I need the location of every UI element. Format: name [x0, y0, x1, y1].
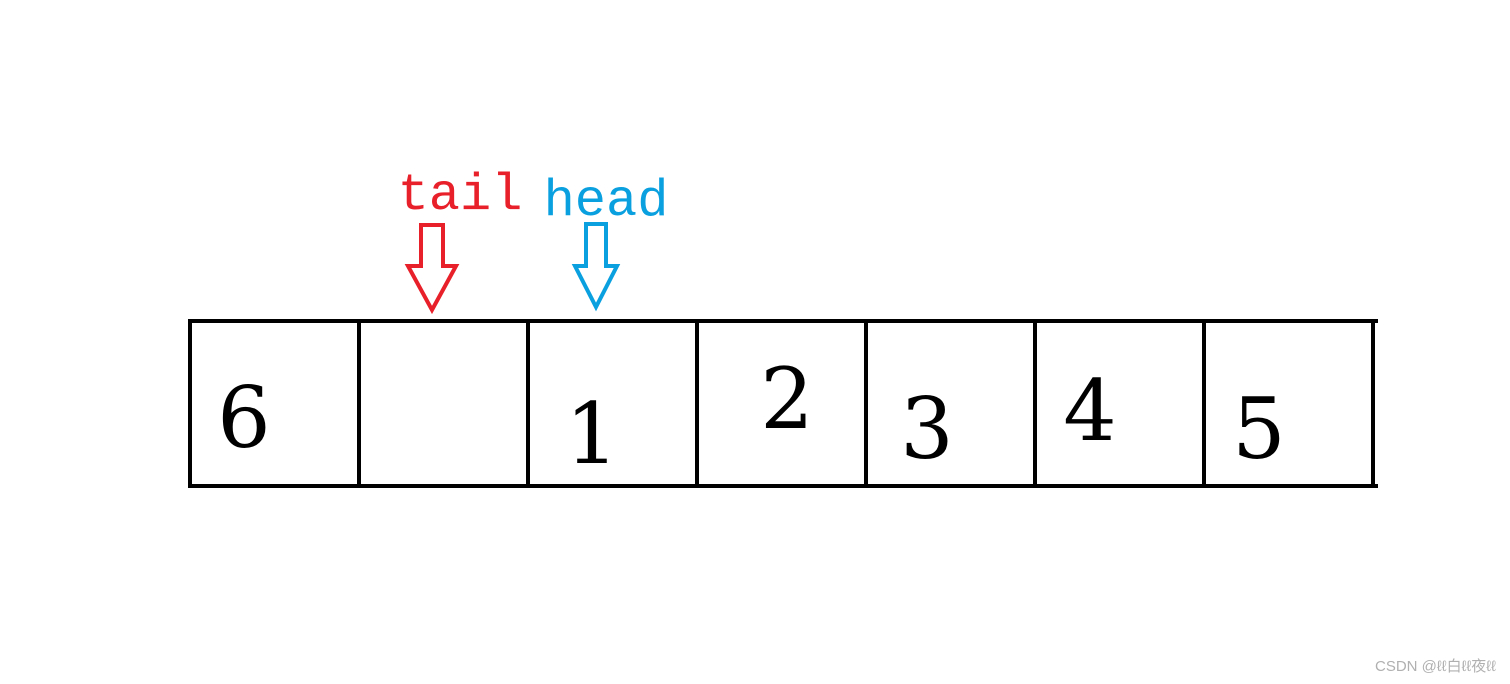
head-label: head: [544, 172, 669, 231]
queue-cell-3: 2: [695, 319, 868, 488]
queue-cell-4: 3: [864, 319, 1037, 488]
head-pointer: head: [544, 172, 669, 312]
queue-array: 6 1 2 3 4 5: [188, 319, 1378, 488]
cell-value-5: 4: [1063, 362, 1116, 460]
queue-cell-6: 5: [1202, 319, 1375, 488]
tail-label: tail: [398, 166, 523, 225]
cell-value-0: 6: [217, 369, 270, 467]
cell-value-4: 3: [900, 380, 953, 478]
queue-cell-5: 4: [1033, 319, 1206, 488]
down-arrow-icon: [404, 223, 460, 315]
queue-cell-0: 6: [188, 319, 361, 488]
queue-cell-1: [357, 319, 530, 488]
cell-value-3: 2: [760, 350, 813, 448]
down-arrow-icon: [571, 222, 621, 312]
queue-cell-2: 1: [526, 319, 699, 488]
cell-value-6: 5: [1232, 380, 1285, 478]
cell-value-2: 1: [565, 385, 618, 483]
tail-pointer: tail: [398, 166, 523, 315]
csdn-watermark: CSDN @ℓℓ白ℓℓ夜ℓℓ: [1375, 658, 1496, 675]
